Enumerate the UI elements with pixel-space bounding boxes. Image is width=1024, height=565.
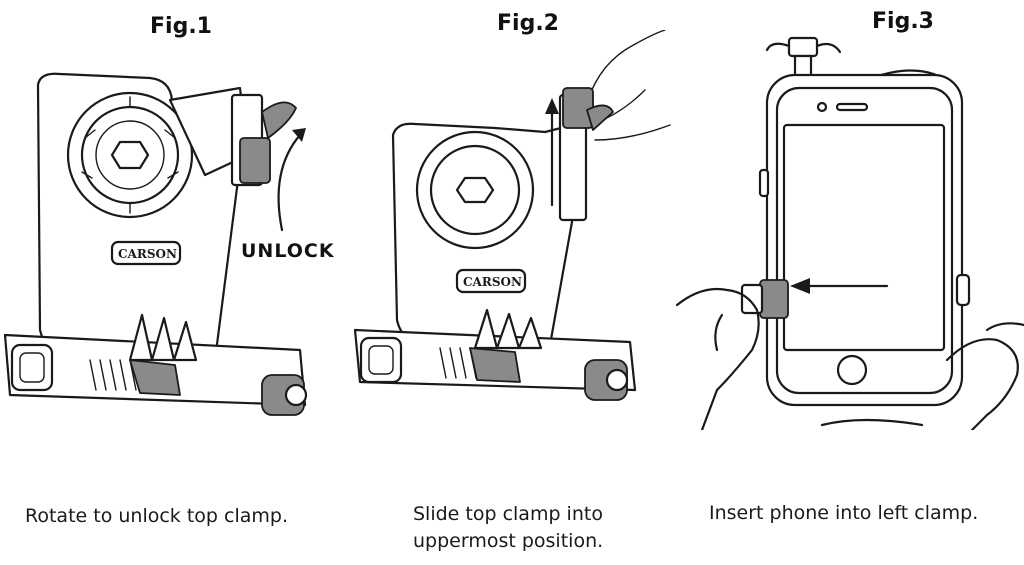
fig2-adapter-illustration: CARSON <box>353 30 671 401</box>
fig1-brand-label: CARSON <box>118 247 177 261</box>
fig3-phone-illustration <box>675 36 1024 430</box>
fig2-brand-label: CARSON <box>463 275 522 289</box>
fig2-caption: Slide top clamp into uppermost position. <box>413 503 604 552</box>
fig3-caption: Insert phone into left clamp. <box>709 502 979 524</box>
fig1-caption: Rotate to unlock top clamp. <box>25 505 288 527</box>
fig3-title: Fig.3 <box>872 9 934 34</box>
fig1-unlock-callout: UNLOCK <box>241 240 335 262</box>
fig2-title: Fig.2 <box>497 11 559 36</box>
fig1-title: Fig.1 <box>150 14 212 39</box>
fig1-adapter-illustration: CARSON <box>3 72 308 416</box>
